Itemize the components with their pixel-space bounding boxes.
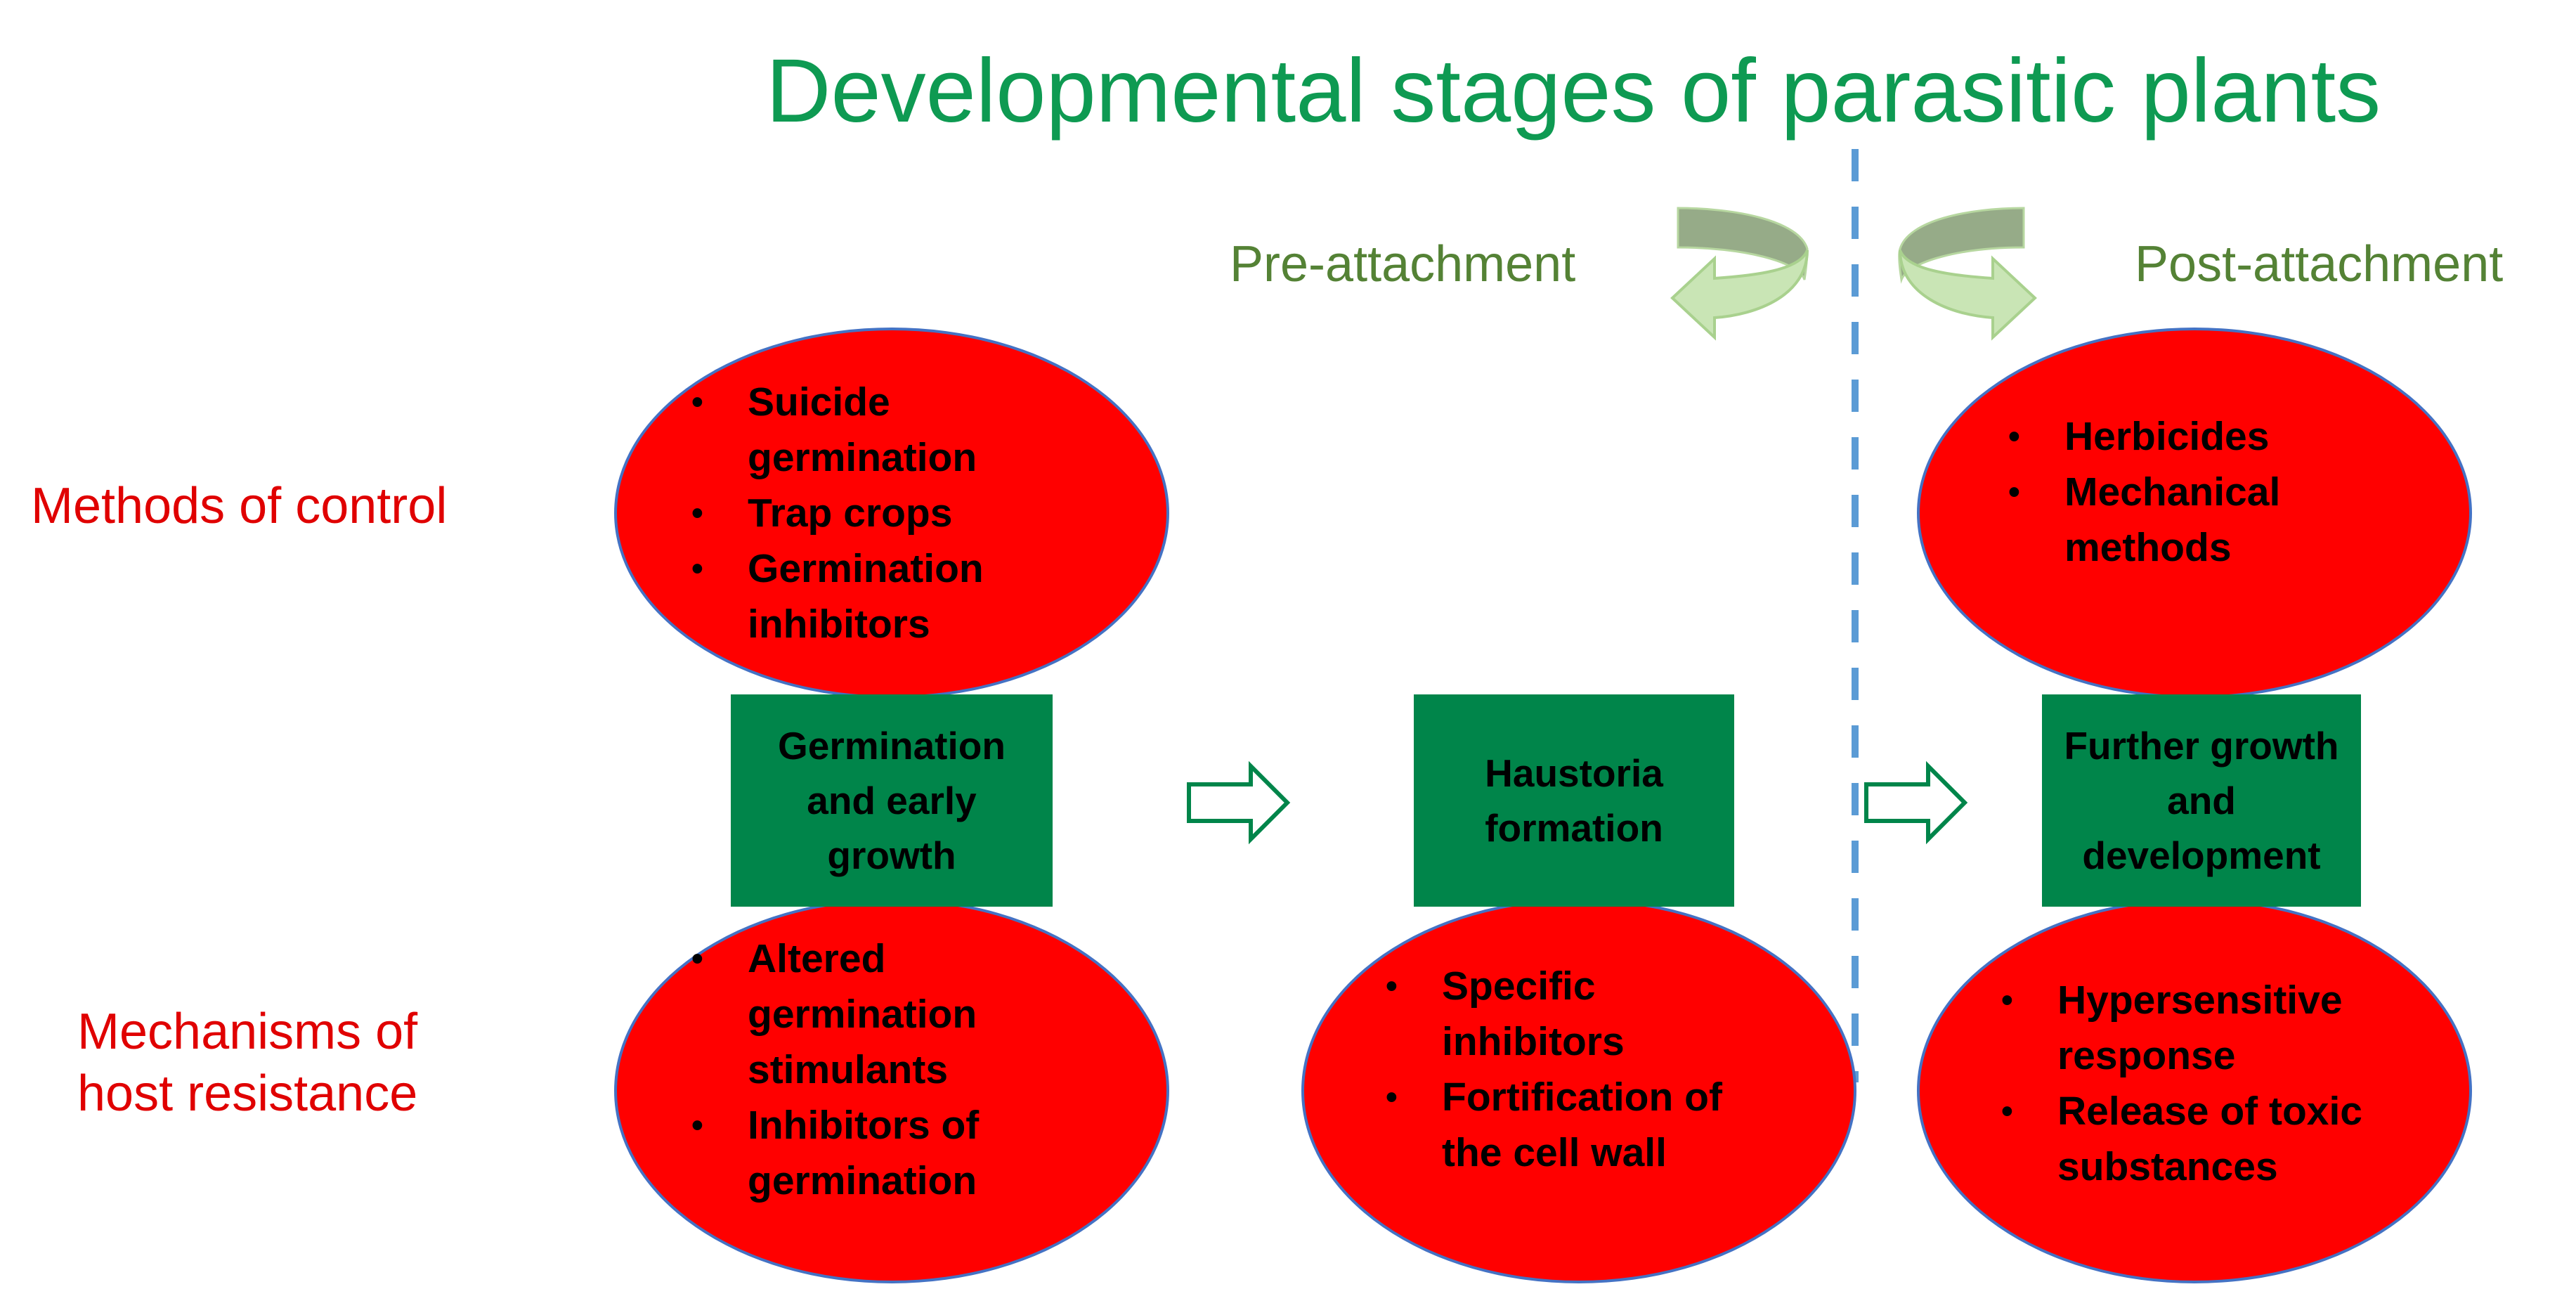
list-item: Release of toxic substances [2001, 1084, 2367, 1195]
row-label-methods-of-control: Methods of control [31, 478, 448, 534]
list-item: Suicide germination [691, 375, 1050, 486]
row-label-host-resistance: Mechanisms of host resistance [77, 1001, 417, 1125]
list-item: Inhibitors of germination [691, 1098, 1050, 1209]
list-item: Germination inhibitors [691, 541, 1050, 652]
resistance-further-growth-list: Hypersensitive response Release of toxic… [1994, 973, 2367, 1195]
control-methods-pre-ellipse: Suicide germination Trap crops Germinati… [614, 328, 1169, 699]
phase-label-pre-attachment: Pre-attachment [1230, 236, 1576, 292]
control-methods-pre-list: Suicide germination Trap crops Germinati… [684, 375, 1050, 652]
list-item: Trap crops [691, 486, 1050, 541]
resistance-haustoria-list: Specific inhibitors Fortification of the… [1379, 959, 1751, 1181]
list-item: Mechanical methods [2008, 465, 2360, 576]
phase-label-post-attachment: Post-attachment [2135, 236, 2504, 292]
list-item: Specific inhibitors [1386, 959, 1751, 1070]
curved-arrow-left-icon [1670, 207, 1809, 341]
list-item: Fortification of the cell wall [1386, 1070, 1751, 1181]
resistance-haustoria-ellipse: Specific inhibitors Fortification of the… [1301, 898, 1856, 1283]
row-label-host-resistance-line1: Mechanisms of [77, 1004, 418, 1060]
diagram-title: Developmental stages of parasitic plants [766, 41, 2381, 141]
control-methods-post-ellipse: Herbicides Mechanical methods [1917, 328, 2472, 699]
resistance-further-growth-ellipse: Hypersensitive response Release of toxic… [1917, 898, 2472, 1283]
block-arrow-right-icon [1864, 760, 1968, 845]
stage-box-haustoria: Haustoria formation [1414, 694, 1734, 907]
list-item: Herbicides [2008, 409, 2360, 465]
curved-arrow-right-icon [1898, 207, 2037, 341]
list-item: Hypersensitive response [2001, 973, 2367, 1084]
resistance-germination-ellipse: Altered germination stimulants Inhibitor… [614, 898, 1169, 1283]
list-item: Altered germination stimulants [691, 931, 1050, 1098]
control-methods-post-list: Herbicides Mechanical methods [2001, 409, 2360, 576]
stage-box-further-growth: Further growth and development [2042, 694, 2361, 907]
resistance-germination-list: Altered germination stimulants Inhibitor… [684, 931, 1050, 1209]
row-label-host-resistance-line2: host resistance [77, 1066, 418, 1122]
block-arrow-right-icon [1187, 760, 1291, 845]
stage-box-germination: Germination and early growth [731, 694, 1053, 907]
